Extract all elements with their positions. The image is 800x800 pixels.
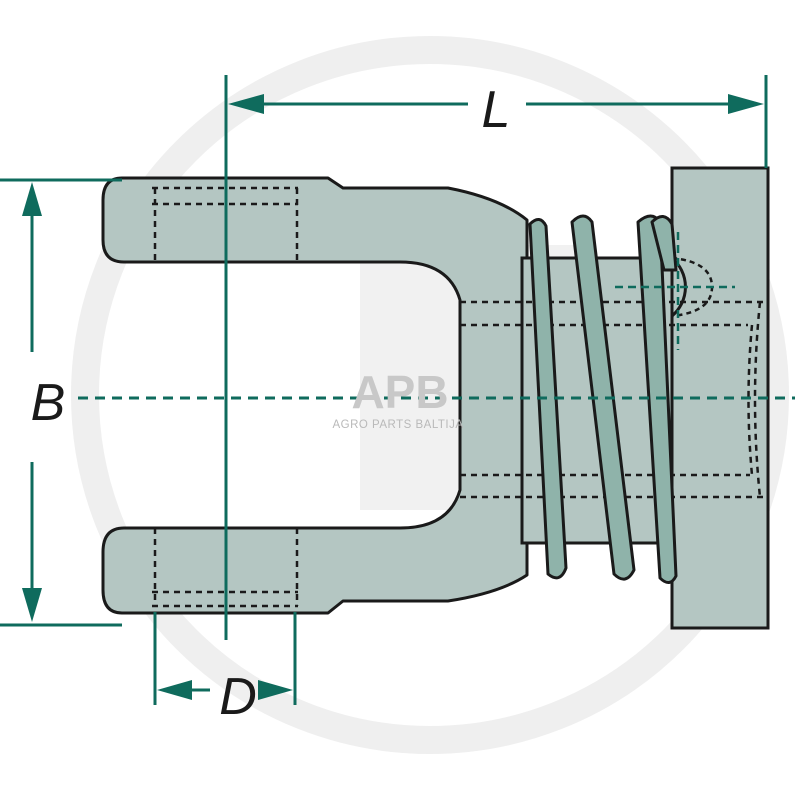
spring-coil-1 [528,218,568,580]
dimension-hole-diameter [153,612,297,705]
hole-diameter-label: D [219,668,257,726]
bore-spacing-label: B [31,374,66,432]
length-label: L [482,81,511,139]
end-collar [670,166,770,630]
spring-coil-2 [570,214,636,581]
lower-pin-hole-hidden [152,528,299,608]
dimension-length [224,75,768,640]
yoke-fork-body [101,176,529,615]
watermark-ring [71,36,789,754]
dimension-bore-spacing [0,178,122,627]
spring-end-loop [650,215,678,272]
upper-pin-hole-hidden [152,186,299,262]
watermark-logo-text: APB [351,366,448,418]
watermark-tagline: AGRO PARTS BALTIJA [332,419,463,431]
